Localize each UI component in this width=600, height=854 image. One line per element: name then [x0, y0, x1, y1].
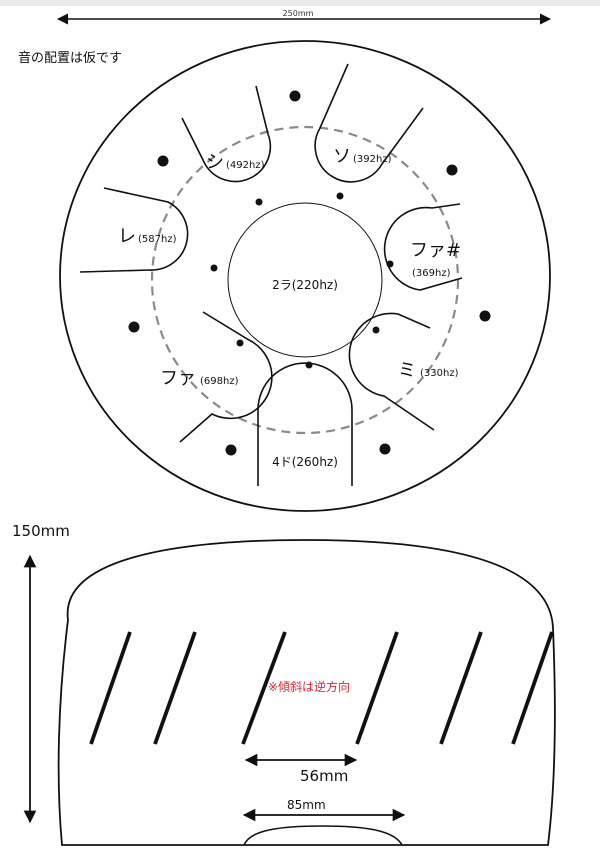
- slot-line: [89, 631, 132, 745]
- height-label: 150mm: [12, 522, 70, 540]
- tongue-so: [314, 63, 424, 183]
- tongue-do: [257, 362, 353, 486]
- outer-dot: [157, 155, 169, 167]
- tongue-label-si: シ(492hz): [206, 152, 265, 173]
- tongue-re: [79, 187, 189, 273]
- tongue-label-mi: ミ(330hz): [398, 360, 459, 381]
- tongue-si: [181, 85, 272, 183]
- inner-dot: [236, 339, 244, 347]
- tongue-label-fa-sharp-freq: (369hz): [412, 268, 451, 279]
- slot-line: [241, 631, 287, 745]
- placement-note: 音の配置は仮です: [18, 50, 122, 66]
- tongue-label-so: ソ(392hz): [333, 146, 392, 167]
- bottom-hole-label: 85mm: [287, 798, 326, 812]
- spacing-label: 56mm: [300, 767, 348, 785]
- outer-dot: [225, 444, 237, 456]
- tongue-base-circle: [150, 125, 460, 435]
- tongue-fa-sharp: [383, 203, 463, 291]
- tongue-mi: [348, 312, 435, 431]
- outer-dot: [479, 310, 491, 322]
- slot-line: [439, 631, 483, 745]
- width-label: 250mm: [283, 9, 314, 18]
- slot-line: [511, 631, 554, 745]
- slot-line: [355, 631, 399, 745]
- top-edge-bar: [0, 0, 600, 6]
- center-tone-field: [227, 202, 383, 358]
- outer-dot: [446, 164, 458, 176]
- slot-line: [153, 631, 197, 745]
- inner-dot: [372, 326, 380, 334]
- outer-dot: [128, 321, 140, 333]
- inner-dot: [210, 264, 218, 272]
- slant-note: ※傾斜は逆方向: [268, 679, 350, 694]
- inner-dot: [255, 198, 263, 206]
- tongue-label-re: レ(587hz): [118, 226, 177, 247]
- side-body-outline: [57, 539, 556, 846]
- side-view: 150mm ※傾斜は逆方向 56mm 85mm: [12, 522, 556, 846]
- tongue-label-fa: ファ(698hz): [160, 368, 239, 389]
- tongue-fa: [179, 311, 273, 443]
- center-note-label: 2ラ(220hz): [272, 278, 338, 292]
- drum-outline: [59, 40, 551, 512]
- top-view: 250mm 音の配置は仮です 2ラ(220hz) シ(492hz) ソ(392h…: [18, 9, 552, 512]
- tongue-label-fa-sharp-name: ファ#: [410, 240, 461, 261]
- outer-dot: [379, 443, 391, 455]
- bottom-hole-outline: [243, 825, 403, 846]
- inner-dot: [386, 260, 394, 268]
- inner-dot: [336, 192, 344, 200]
- outer-dot: [289, 90, 301, 102]
- tongue-label-do: 4ド(260hz): [272, 455, 338, 469]
- inner-dot: [305, 361, 313, 369]
